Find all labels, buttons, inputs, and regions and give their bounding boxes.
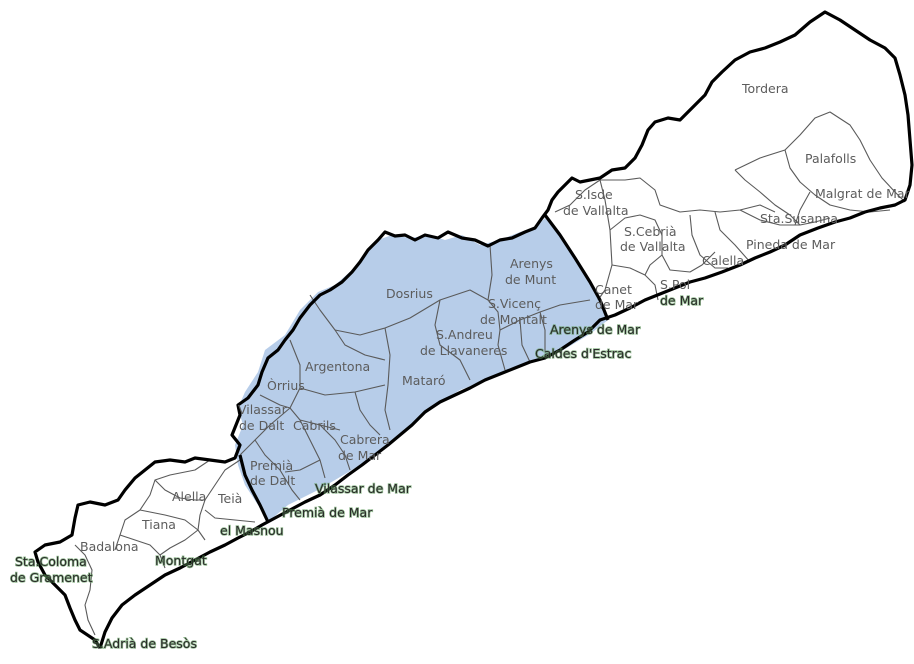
label-vilassar-de-mar: Vilassar de Mar — [315, 481, 412, 496]
label-arenys-munt-2: de Munt — [505, 272, 556, 287]
municipality-labels: Tordera Palafolls Malgrat de Mar Sta.Sus… — [9, 81, 911, 652]
label-s-isde-1: S.Isde — [575, 187, 613, 202]
label-argentona: Argentona — [305, 359, 370, 374]
label-vilassar-dalt-2: de Dalt — [239, 418, 284, 433]
label-pineda-de-mar: Pineda de Mar — [746, 237, 836, 252]
label-s-adria: S.Adrià de Besòs — [92, 636, 197, 651]
label-alella: Alella — [172, 489, 206, 504]
label-vilassar-dalt-1: Vilassar — [238, 402, 288, 417]
label-palafolls: Palafolls — [805, 151, 856, 166]
maresme-south-boundary — [238, 454, 270, 523]
label-canet-1: Canet — [595, 282, 632, 297]
label-sta-susanna: Sta.Susanna — [760, 211, 838, 226]
municipal-boundaries — [74, 111, 906, 636]
label-el-masnou: el Masnou — [220, 523, 284, 538]
highlighted-region[interactable] — [235, 218, 608, 522]
label-caldes-estrac: Caldes d'Estrac — [535, 346, 631, 361]
label-s-andreu-1: S.Andreu — [436, 327, 493, 342]
label-canet-2: de Mar — [595, 297, 639, 312]
label-s-andreu-2: de Llavaneres — [420, 343, 507, 358]
label-orrius: Òrrius — [267, 378, 305, 393]
label-s-vicenc-1: S.Vicenç — [488, 296, 541, 311]
label-s-cebria-1: S.Cebrià — [624, 224, 677, 239]
label-cabrera-2: de Mar — [338, 448, 382, 463]
label-dosrius: Dosrius — [386, 286, 433, 301]
label-calella: Calella — [702, 253, 744, 268]
label-arenys-munt-1: Arenys — [510, 256, 553, 271]
label-badalona: Badalona — [80, 539, 139, 554]
label-arenys-de-mar: Arenys de Mar — [550, 322, 641, 337]
label-tiana: Tiana — [141, 517, 176, 532]
label-premia-dalt-2: de Dalt — [250, 473, 295, 488]
label-cabrera-1: Cabrera — [340, 432, 390, 447]
label-s-pol-1: S.Pol — [660, 277, 690, 292]
label-mataro: Mataró — [402, 373, 446, 388]
label-s-pol-2: de Mar — [660, 293, 704, 308]
region-outline — [33, 10, 914, 649]
label-s-vicenc-2: de Montalt — [480, 312, 547, 327]
label-s-isde-2: de Vallalta — [563, 203, 628, 218]
label-teia: Teià — [217, 491, 242, 506]
label-montgat: Montgat — [155, 553, 207, 568]
label-premia-dalt-1: Premià — [250, 458, 293, 473]
maresme-central-boundary — [543, 214, 610, 321]
label-sta-coloma-2: de Gramenet — [10, 570, 93, 585]
label-premia-de-mar: Premià de Mar — [282, 505, 373, 520]
label-tordera: Tordera — [741, 81, 789, 96]
label-sta-coloma-1: Sta.Coloma — [15, 554, 87, 569]
label-cabrils: Cabrils — [293, 418, 336, 433]
label-s-cebria-2: de Vallalta — [620, 239, 685, 254]
label-malgrat-de-mar: Malgrat de Mar — [815, 186, 911, 201]
